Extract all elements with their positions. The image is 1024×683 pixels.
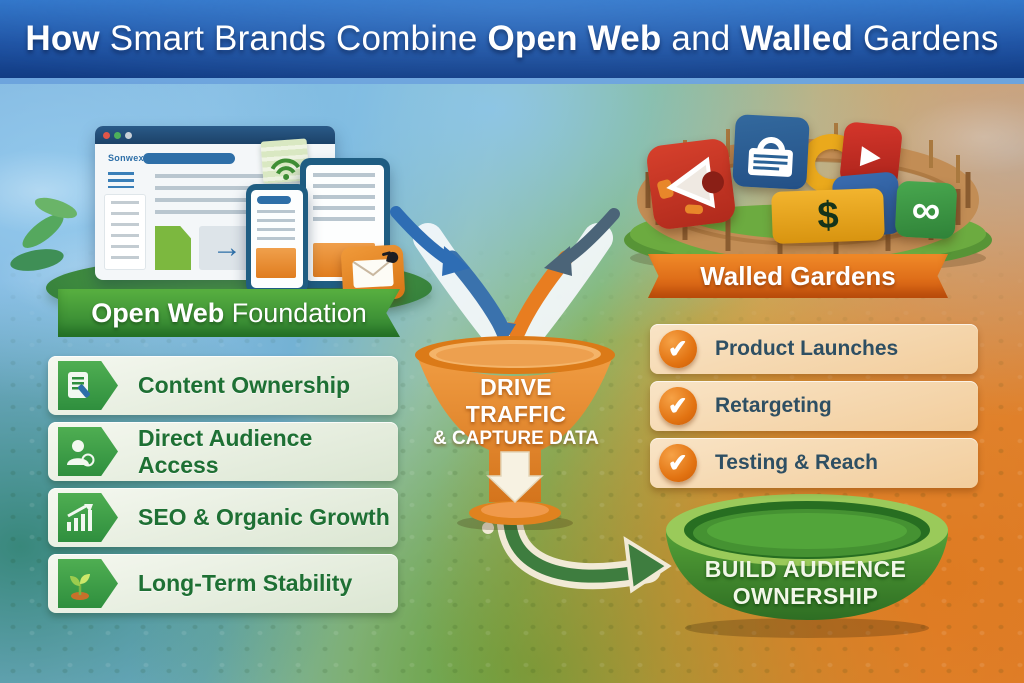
right-arrow-icon: →: [212, 231, 242, 264]
down-arrow-icon: [486, 451, 544, 504]
lock-card-tile: [732, 114, 810, 190]
card-label: Retargeting: [715, 394, 832, 417]
browser-brand-text: Sonwex: [108, 153, 144, 163]
megaphone-tile: [645, 137, 737, 231]
badge: [58, 493, 118, 542]
walled-card-product-launches: ✔ Product Launches: [650, 324, 978, 374]
badge: [58, 361, 118, 410]
megaphone-icon: [657, 156, 724, 215]
browser-nav-lines: [108, 172, 134, 188]
banner-regular-text: Foundation: [224, 297, 367, 328]
document-pen-icon: [68, 371, 90, 398]
card-label: Direct Audience Access: [138, 424, 313, 478]
funnel-label-line2: & CAPTURE DATA: [432, 428, 600, 449]
browser-arrow-tile: →: [199, 226, 255, 270]
badge: [58, 427, 118, 476]
title-regular-3: Gardens: [853, 19, 999, 58]
check-icon: ✔: [657, 442, 699, 484]
title-regular-2: and: [661, 19, 741, 58]
bowl-label: BUILD AUDIENCE OWNERSHIP: [688, 556, 923, 610]
bowl-label-line2: OWNERSHIP: [732, 583, 879, 609]
title-bold-walled: Walled: [740, 19, 854, 58]
sidebar-text-lines: [111, 201, 139, 263]
card-label: Testing & Reach: [715, 451, 878, 474]
card-label: SEO & Organic Growth: [138, 504, 390, 530]
bowl-illustration: [666, 494, 948, 638]
card-label: Content Ownership: [138, 372, 351, 398]
banner-bold-text: Open Web: [91, 297, 225, 328]
bird-icon: [385, 250, 400, 264]
check-icon: ✔: [657, 328, 699, 370]
dollar-icon: $: [816, 194, 840, 237]
phone-screen: [251, 190, 303, 288]
seedling-icon: [70, 573, 90, 600]
wifi-flag: [260, 138, 310, 184]
phone-ad-block: [256, 248, 296, 278]
page-title: How Smart Brands Combine Open Web and Wa…: [25, 19, 998, 59]
bowl-label-line1: BUILD AUDIENCE: [704, 556, 907, 582]
funnel-label-line1: DRIVE TRAFFIC: [465, 374, 567, 427]
open-web-foundation-banner: Open Web Foundation: [58, 289, 400, 337]
wifi-icon: [270, 158, 301, 180]
phone-text-lines: [257, 210, 295, 242]
window-dot-green-icon: [114, 131, 121, 139]
banner-text: Walled Gardens: [700, 260, 896, 291]
browser-titlebar: [95, 126, 335, 144]
open-web-card-long-term: Long-Term Stability: [48, 554, 398, 613]
play-icon: ▶: [859, 138, 883, 171]
header-banner: How Smart Brands Combine Open Web and Wa…: [0, 0, 1024, 84]
lock-card-icon: [747, 137, 793, 177]
meta-tile: ∞: [894, 180, 958, 240]
check-icon: ✔: [657, 385, 699, 427]
phone-mockup: [246, 184, 308, 294]
title-bold-open-web: Open Web: [487, 19, 662, 58]
browser-searchbar: [143, 153, 235, 164]
email-tile: [340, 244, 406, 302]
tablet-text-lines: [313, 173, 375, 221]
window-dot-grey-icon: [125, 131, 132, 139]
walled-gardens-banner: Walled Gardens: [648, 254, 948, 298]
envelope-icon: [352, 250, 400, 288]
title-bold-how: How: [25, 19, 100, 58]
open-web-card-seo-growth: SEO & Organic Growth: [48, 488, 398, 547]
open-web-card-content-ownership: Content Ownership: [48, 356, 398, 415]
walled-card-retargeting: ✔ Retargeting: [650, 381, 978, 431]
badge: [58, 559, 118, 608]
card-label: Long-Term Stability: [138, 570, 353, 596]
infinity-icon: ∞: [910, 187, 942, 233]
browser-sidebar: [104, 194, 146, 270]
green-document-icon: [155, 226, 191, 270]
person-icon: [67, 439, 95, 466]
open-web-card-direct-audience: Direct Audience Access: [48, 422, 398, 481]
funnel-label: DRIVE TRAFFIC & CAPTURE DATA: [428, 374, 604, 450]
title-regular-1: Smart Brands Combine: [99, 19, 488, 58]
phone-header-bar: [257, 196, 291, 204]
walled-card-testing-reach: ✔ Testing & Reach: [650, 438, 978, 488]
growth-chart-icon: [67, 503, 93, 531]
window-dot-red-icon: [103, 131, 110, 139]
dollar-plate: $: [771, 188, 885, 244]
card-label: Product Launches: [715, 337, 899, 360]
